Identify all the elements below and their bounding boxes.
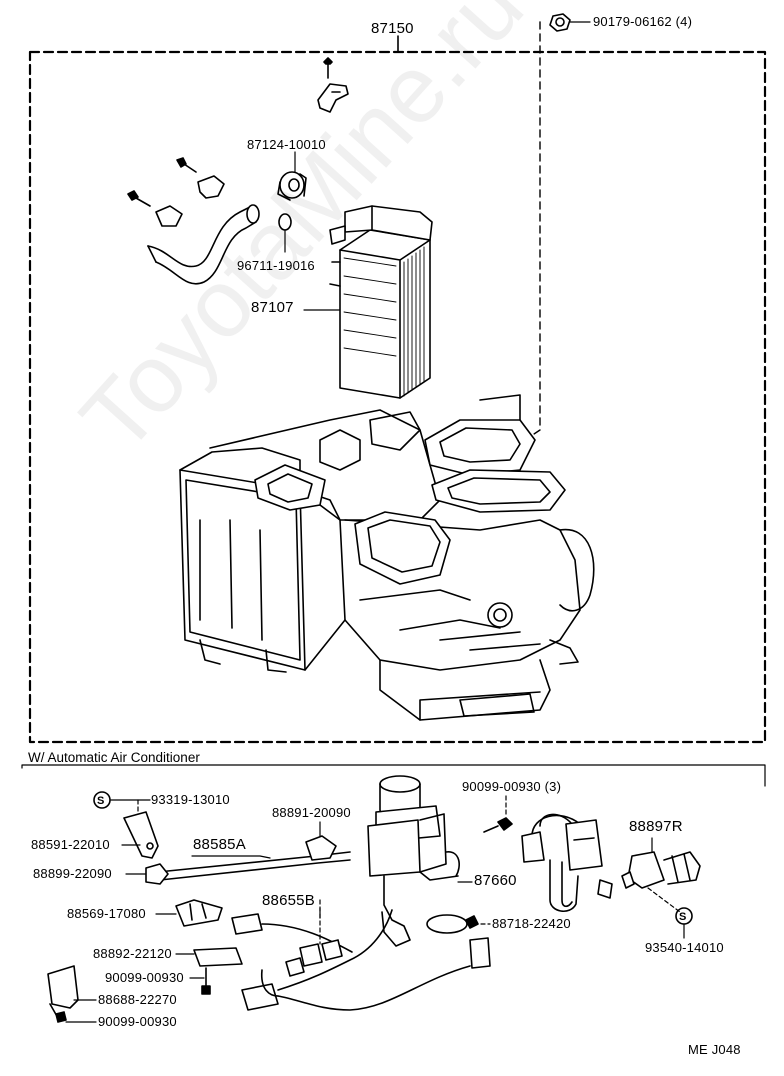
clip-88899 [145,863,169,885]
label-screw-93319: 93319-13010 [151,792,230,807]
label-bracket-88591: 88591-22010 [31,837,110,852]
wire-harness [231,909,491,1011]
clip-88569 [175,899,223,927]
label-88569: 88569-17080 [67,906,146,921]
section-title: W/ Automatic Air Conditioner [28,750,200,765]
nut-icon [549,13,571,32]
vacuum-valve [367,775,460,947]
upper-frame [28,50,767,744]
bolt-top [483,817,513,833]
screw-symbol-top [93,791,111,809]
label-sensor-88897r: 88897R [629,818,683,835]
part-88891 [305,835,337,861]
label-bolt-top: 90099-00930 (3) [462,779,562,794]
bracket-88591 [123,811,159,859]
screw-left-1 [176,157,197,173]
bracket-88688 [47,965,79,1019]
bolt-mid [201,967,211,995]
label-88892: 88892-22120 [93,946,172,961]
label-o-ring: 96711-19016 [237,258,315,273]
label-88899: 88899-22090 [33,866,112,881]
heater-unit-housing [179,394,595,721]
label-88585a: 88585A [193,836,246,853]
hose-clamp [277,171,307,201]
screw-symbol-label-bottom: S [679,911,687,923]
label-valve-87660: 87660 [474,872,517,889]
screw-symbol-label-top: S [97,795,105,807]
vacuum-hose [521,813,613,912]
bolt-bottom [55,1011,67,1023]
screw-left-2 [127,190,151,207]
label-bolt-bottom: 90099-00930 [98,1014,177,1029]
label-screw-93540: 93540-14010 [645,940,724,955]
label-heater-core: 87107 [251,299,294,316]
lower-frame [21,764,766,787]
footer-code: ME J048 [688,1042,741,1057]
label-assy: 87150 [371,20,414,37]
clip-top [317,83,349,113]
screw-top [323,57,333,79]
sensor-88897r [621,851,701,889]
label-hose-clamp: 87124-10010 [247,137,326,152]
heater-core [329,205,433,399]
label-bolt-mid: 90099-00930 [105,970,184,985]
label-88891: 88891-20090 [272,805,351,820]
label-88718: 88718-22420 [492,916,571,931]
heater-pipe [147,204,260,285]
label-nut: 90179-06162 (4) [593,14,693,29]
label-wire-88655b: 88655B [262,892,315,909]
clamp-ring-88718 [426,914,468,934]
plate-88892 [193,947,243,967]
label-88688: 88688-22270 [98,992,177,1007]
leader-nut [524,21,541,441]
clip-left-2 [155,205,183,227]
clip-left-1 [197,175,225,199]
